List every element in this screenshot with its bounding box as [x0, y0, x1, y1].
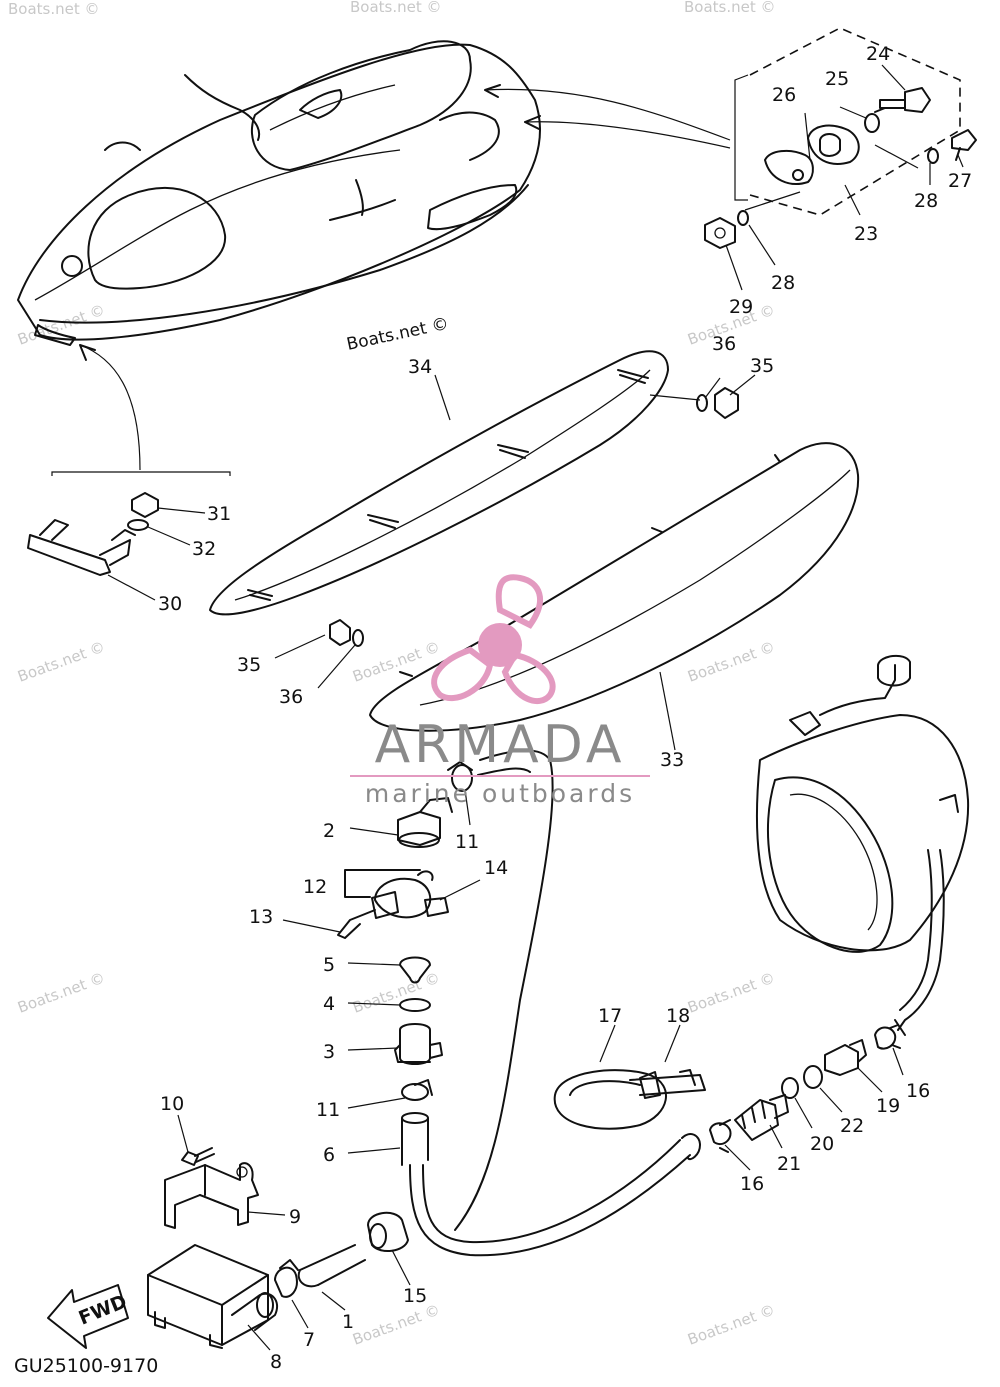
leader-line: [524, 121, 731, 149]
callout-26: 26: [772, 84, 796, 106]
callout-4: 4: [323, 993, 335, 1015]
callout-17: 17: [598, 1005, 622, 1027]
water-hose-loop: [409, 749, 701, 1257]
callout-35: 35: [750, 355, 774, 377]
watermark: Boats.net ©: [684, 0, 776, 16]
callout-9: 9: [289, 1206, 301, 1228]
watercraft-illustration: [17, 40, 541, 346]
callout-1: 1: [342, 1311, 354, 1333]
watermark-group: Boats.net © Boats.net © Boats.net © Boat…: [8, 0, 777, 1349]
callout-19: 19: [876, 1095, 900, 1117]
sponson-34: [209, 350, 756, 616]
watermark: Boats.net ©: [350, 0, 442, 16]
callout-31: 31: [207, 503, 231, 525]
callout-3: 3: [323, 1041, 335, 1063]
arrow-head: [484, 84, 501, 98]
watermark: Boats.net ©: [15, 969, 107, 1017]
brand-name: ARMADA: [374, 715, 626, 775]
callout-2: 2: [323, 820, 335, 842]
callout-7: 7: [303, 1329, 315, 1351]
fwd-label: FWD: [76, 1291, 130, 1330]
fwd-arrow-icon: FWD: [47, 1284, 130, 1349]
leader-line: [484, 88, 731, 141]
arrow-head: [524, 115, 541, 130]
watermark: Boats.net ©: [685, 969, 777, 1017]
callout-14: 14: [484, 857, 508, 879]
armada-brand: ARMADA marine outboards: [340, 715, 660, 811]
callout-34: 34: [408, 356, 432, 378]
armada-propeller-logo: [431, 574, 556, 705]
callout-8: 8: [270, 1351, 282, 1373]
watermark: Boats.net ©: [350, 1301, 442, 1349]
filter-assembly: [147, 1211, 411, 1351]
callout-6: 6: [323, 1144, 335, 1166]
watermark: Boats.net ©: [685, 1301, 777, 1349]
callout-12: 12: [303, 876, 327, 898]
callout-27: 27: [948, 170, 972, 192]
callout-16: 16: [740, 1173, 764, 1195]
diagram-code: GU25100-9170: [14, 1355, 158, 1377]
hose-fitting-30: [27, 471, 231, 601]
callout-16: 16: [906, 1080, 930, 1102]
watermark: Boats.net ©: [15, 638, 107, 686]
callout-11: 11: [316, 1099, 340, 1121]
fitting-assembly: [553, 1024, 904, 1171]
callout-33: 33: [660, 749, 684, 771]
bracket-9: [164, 1114, 286, 1229]
watermark: Boats.net ©: [350, 969, 442, 1017]
watermark: Boats.net ©: [345, 314, 451, 355]
callout-13: 13: [249, 906, 273, 928]
bailer-assembly: [282, 761, 481, 1166]
callout-35: 35: [237, 654, 261, 676]
leader-line: [79, 344, 141, 471]
callout-21: 21: [777, 1153, 801, 1175]
callout-15: 15: [403, 1285, 427, 1307]
callout-10: 10: [160, 1093, 184, 1115]
callout-32: 32: [192, 538, 216, 560]
callout-29: 29: [729, 296, 753, 318]
callout-24: 24: [866, 43, 890, 65]
callout-18: 18: [666, 1005, 690, 1027]
callout-28: 28: [771, 272, 795, 294]
callout-23: 23: [854, 223, 878, 245]
brand-divider: [350, 775, 650, 777]
callout-28: 28: [914, 190, 938, 212]
arrow-head: [79, 344, 96, 361]
callout-36: 36: [279, 686, 303, 708]
callout-30: 30: [158, 593, 182, 615]
jet-nozzle-housing: [755, 654, 970, 1036]
callout-labels: 1 2 3 4 5 6 7 8 9 10 11 11 12 13 14 15 1…: [158, 43, 972, 1373]
watermark: Boats.net ©: [350, 638, 442, 686]
callout-20: 20: [810, 1133, 834, 1155]
sponson-33: [274, 442, 860, 751]
callout-22: 22: [840, 1115, 864, 1137]
drain-plug-inset: [704, 27, 977, 291]
callout-25: 25: [825, 68, 849, 90]
brand-tagline: marine outboards: [364, 779, 636, 808]
watermark: Boats.net ©: [8, 0, 100, 18]
callout-11: 11: [455, 831, 479, 853]
callout-5: 5: [323, 954, 335, 976]
callout-36: 36: [712, 333, 736, 355]
